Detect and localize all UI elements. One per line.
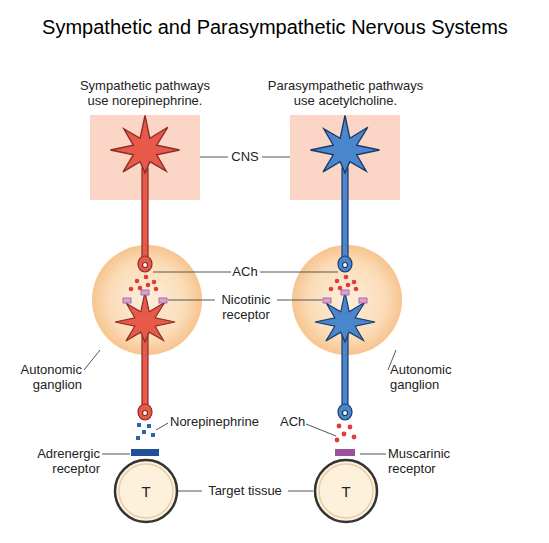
receptor-mark	[341, 290, 349, 295]
molecule-label: Norepinephrine	[170, 414, 280, 429]
adrenergic-receptor	[131, 449, 159, 456]
parasympathetic-neuron	[311, 116, 380, 421]
target-letter: T	[313, 458, 379, 524]
molecule-label: ACh	[280, 414, 320, 429]
molecule-label: ACh	[225, 264, 265, 279]
axon-terminal	[138, 404, 152, 420]
cns-neuron-body	[111, 116, 180, 174]
norepinephrine-molecules	[136, 423, 155, 440]
axon-terminal	[138, 256, 152, 272]
receptor-label: Muscarinic receptor	[388, 446, 488, 476]
target-tissue-circle: T	[313, 458, 379, 524]
terminal-vesicle	[143, 263, 148, 268]
target-letter: T	[113, 458, 179, 524]
sympathetic-neuron	[111, 116, 180, 421]
receptor-mark	[141, 290, 149, 295]
column-heading: Parasympathetic pathways use acetylcholi…	[258, 78, 433, 108]
receptor-label: Adrenergic receptor	[18, 446, 100, 476]
receptor-mark	[159, 298, 167, 303]
receptor-mark	[123, 298, 131, 303]
structure-label: CNS	[225, 149, 265, 164]
receptor-mark	[323, 298, 331, 303]
structure-label: Autonomic ganglion	[390, 362, 480, 392]
axon-terminal	[338, 256, 352, 272]
receptor-label: Nicotinic receptor	[206, 292, 286, 322]
diagram-title: Sympathetic and Parasympathetic Nervous …	[5, 16, 545, 39]
structure-label: Autonomic ganglion	[8, 362, 82, 392]
axon-terminal	[338, 404, 352, 420]
receptor-mark	[359, 298, 367, 303]
preganglionic-axon	[342, 168, 348, 260]
ganglion-neuron-body	[315, 292, 375, 342]
cns-neuron-body	[311, 116, 380, 174]
leader-lines	[84, 157, 396, 491]
terminal-vesicle	[143, 411, 148, 416]
terminal-vesicle	[343, 411, 348, 416]
column-heading: Sympathetic pathways use norepinephrine.	[70, 78, 220, 108]
muscarinic-receptor	[335, 449, 355, 456]
terminal-vesicle	[343, 263, 348, 268]
structure-label: Target tissue	[195, 483, 295, 498]
ach-molecules	[335, 424, 357, 443]
ganglion-neuron-body	[115, 292, 175, 342]
postganglionic-axon	[342, 336, 348, 408]
preganglionic-axon	[142, 168, 148, 260]
postganglionic-axon	[142, 336, 148, 408]
target-tissue-circle: T	[113, 458, 179, 524]
